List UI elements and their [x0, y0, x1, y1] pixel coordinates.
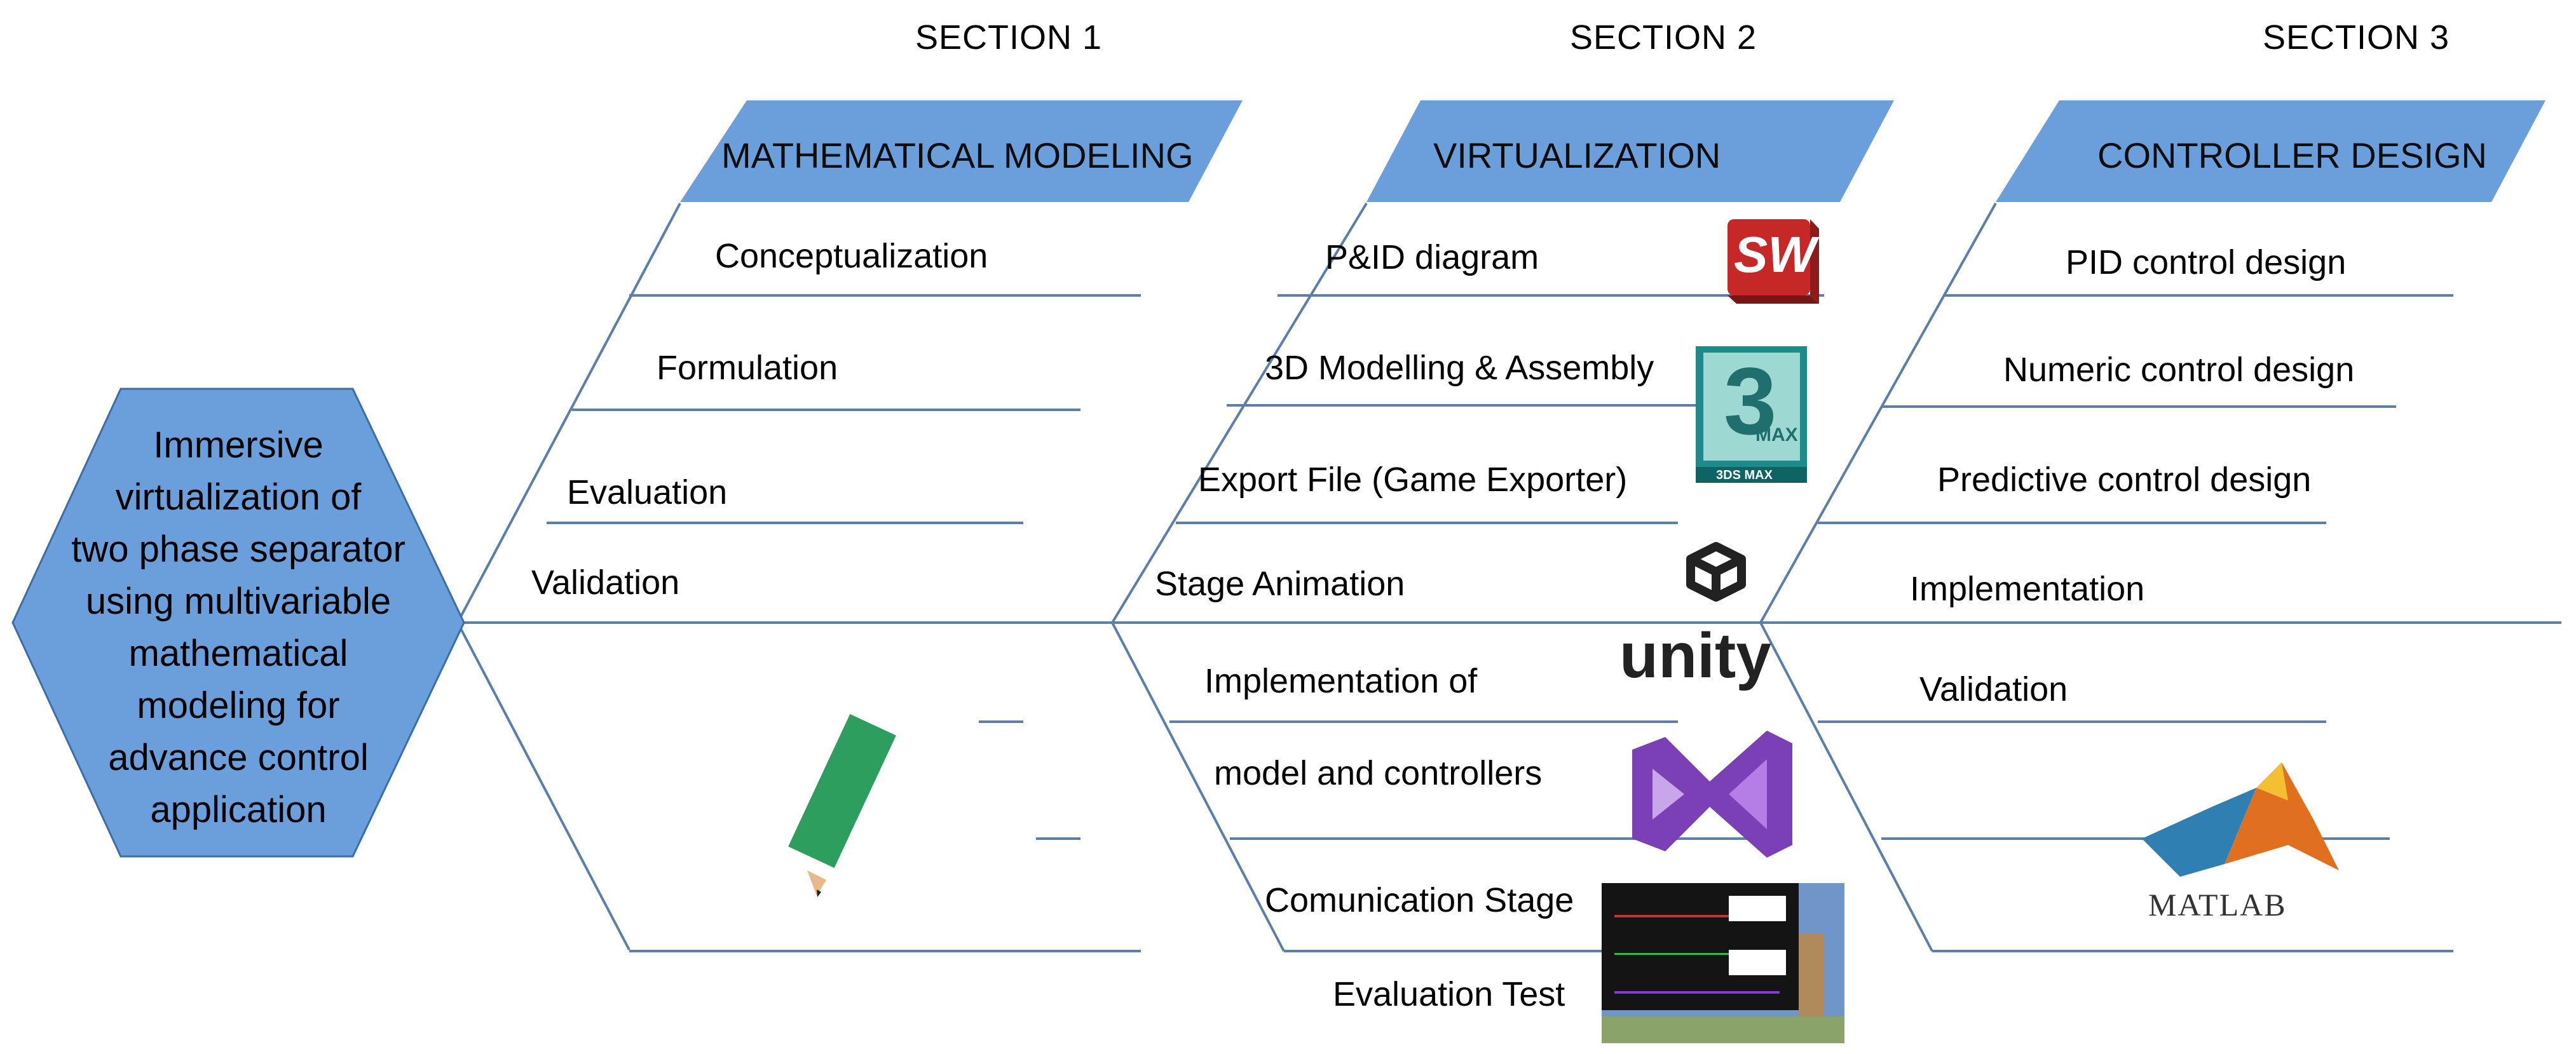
section-1-title: SECTION 1: [915, 18, 1103, 57]
banner-label-1: MATHEMATICAL MODELING: [721, 135, 1194, 175]
section-2-item: Evaluation Test: [1333, 975, 1565, 1013]
equations-pencil-icon: [788, 713, 896, 897]
section-3-title: SECTION 3: [2263, 18, 2450, 57]
hub-hexagon: [11, 388, 465, 858]
section-2-item: model and controllers: [1214, 754, 1543, 792]
unity-logo-icon: [1686, 542, 1746, 602]
section-3-item: Implementation: [1910, 570, 2145, 608]
section-1-item: Evaluation: [567, 473, 728, 511]
section-1-item: Validation: [531, 564, 680, 602]
section-1-item: Formulation: [657, 349, 838, 387]
banner-shape-2: [1366, 100, 1894, 202]
banner-shape-1: [680, 100, 1243, 202]
hub-line: modeling for: [137, 685, 340, 726]
hub-label: Immersive virtualization of two phase se…: [38, 419, 439, 836]
3ds-max-footer: 3DS MAX: [1716, 468, 1773, 482]
banner-label-2: VIRTUALIZATION: [1433, 135, 1721, 175]
section-2-item: Export File (Game Exporter): [1198, 461, 1628, 499]
banner-label-3: CONTROLLER DESIGN: [2097, 135, 2487, 175]
section-2-item: P&ID diagram: [1325, 238, 1539, 276]
3ds-max-number: 3: [1724, 348, 1777, 454]
hub-line: advance control: [108, 737, 369, 778]
section-2-title: SECTION 2: [1570, 18, 1757, 57]
section-3-item: PID control design: [2066, 243, 2347, 281]
section-2-item: Implementation of: [1204, 662, 1478, 700]
section-3-item: Numeric control design: [2003, 351, 2355, 389]
matlab-logo-text: MATLAB: [2148, 887, 2287, 922]
visual-studio-logo-icon: [1632, 731, 1792, 858]
section-3-item: Validation: [1919, 670, 2068, 708]
hub-line: mathematical: [128, 633, 348, 674]
banner-shape-3: [1996, 100, 2545, 202]
simulation-screenshot-icon: [1602, 883, 1844, 1043]
hub-line: two phase separator: [71, 529, 405, 570]
section-2-item: Comunication Stage: [1265, 881, 1574, 919]
3ds-max-sub: MAX: [1755, 424, 1798, 445]
solidworks-logo-text: SW: [1734, 226, 1816, 283]
unity-logo-text: unity: [1619, 620, 1771, 691]
3ds-max-logo-icon: [1696, 346, 1807, 483]
section-2-item: 3D Modelling & Assembly: [1265, 349, 1654, 387]
section-2-item: Stage Animation: [1155, 565, 1405, 603]
section-1-item: Conceptualization: [715, 237, 988, 275]
hub-line: Immersive: [153, 424, 324, 466]
hub-line: using multivariable: [85, 581, 392, 622]
hub-line: virtualization of: [115, 476, 362, 518]
section-3-item: Predictive control design: [1937, 461, 2312, 499]
matlab-logo-icon: [2142, 762, 2339, 877]
solidworks-logo-icon: [1728, 219, 1819, 304]
hub-line: application: [150, 789, 327, 830]
